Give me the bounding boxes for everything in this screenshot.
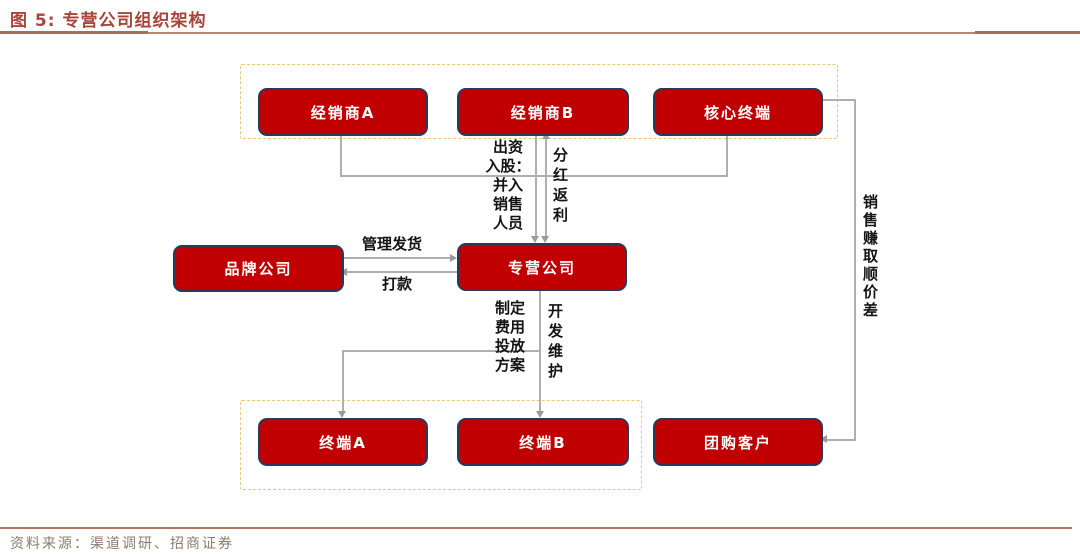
edge-label-develop-maintain: 开发维护 (546, 303, 564, 383)
node-terminal-b: 终端B (457, 418, 629, 466)
title-underline-thick-right (975, 31, 1080, 34)
line-dealer-a-down (340, 132, 342, 176)
line-dealerb-to-company-right (545, 138, 547, 238)
edge-label-manage-shipping: 管理发货 (362, 235, 423, 253)
line-dealerb-to-company-left (535, 132, 537, 238)
node-core-terminal: 核心终端 (653, 88, 823, 136)
bottom-terminal-group-box (240, 400, 642, 490)
line-company-to-brand (346, 271, 457, 273)
line-company-to-terminal-b (539, 287, 541, 413)
edge-label-invest-shares: 出资 入股： 并入 销售 人员 (485, 138, 531, 232)
figure-title: 图 5: 专营公司组织架构 (10, 11, 207, 31)
arrow-down-into-company-right (541, 236, 549, 243)
line-branch-horizontal (342, 350, 540, 352)
node-brand-company: 品牌公司 (173, 245, 344, 292)
line-into-group-customer (826, 439, 856, 441)
line-core-terminal-down (726, 132, 728, 176)
source-text: 资料来源：渠道调研、招商证券 (10, 536, 234, 552)
source-divider-line (0, 527, 1072, 529)
node-dealer-b: 经销商B (457, 88, 629, 136)
line-right-vertical (854, 99, 856, 441)
node-group-customer: 团购客户 (653, 418, 823, 466)
top-dealer-group-box (240, 64, 838, 139)
arrow-down-into-terminal-a (338, 411, 346, 418)
node-terminal-a: 终端A (258, 418, 428, 466)
edge-label-dividend-rebate: 分红返利 (551, 147, 569, 227)
line-branch-to-terminal-a (342, 350, 344, 412)
title-underline-thick-left (0, 31, 148, 34)
line-coreterminal-right-out (820, 99, 856, 101)
arrow-down-into-company-left (531, 236, 539, 243)
node-dealer-a: 经销商A (258, 88, 428, 136)
arrow-left-into-group-customer (820, 435, 827, 443)
line-brand-to-company (340, 257, 452, 259)
arrow-right-into-company (450, 254, 457, 262)
arrow-down-into-terminal-b (536, 411, 544, 418)
edge-label-fee-plan: 制定 费用 投放 方案 (494, 299, 525, 374)
line-horizontal-collector (340, 175, 728, 177)
edge-label-payment: 打款 (382, 275, 413, 293)
node-franchise-company: 专营公司 (457, 243, 627, 291)
edge-label-sales-price-margin: 销售赚取顺价差 (861, 194, 879, 320)
title-underline-thin (148, 32, 975, 34)
